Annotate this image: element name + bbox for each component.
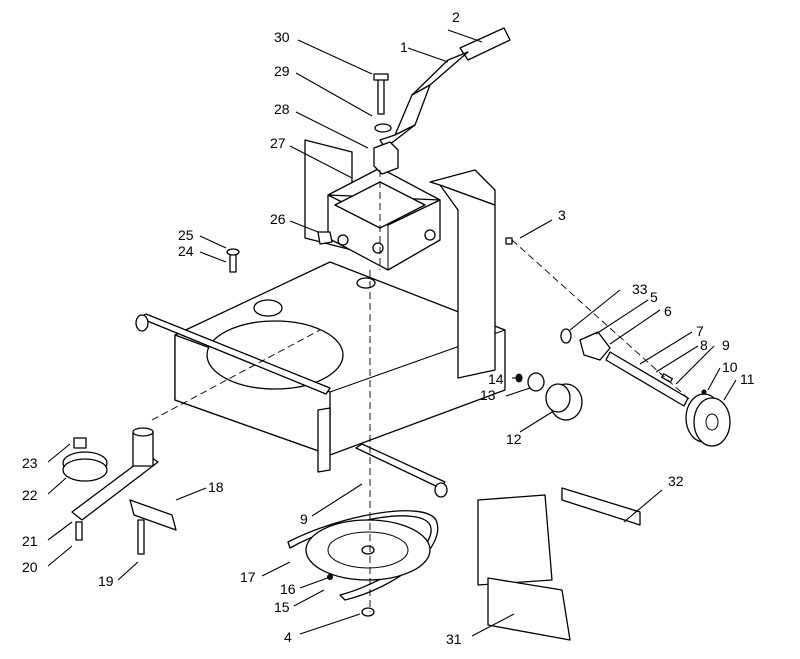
callout-18: 18 <box>208 479 224 495</box>
callout-3: 3 <box>558 207 566 223</box>
callout-7: 7 <box>696 323 704 339</box>
callout-19: 19 <box>98 573 114 589</box>
frame-plate <box>174 261 506 456</box>
callout-5: 5 <box>650 289 658 305</box>
callout-15: 15 <box>274 599 290 615</box>
callout-6: 6 <box>664 303 672 319</box>
callout-9a: 9 <box>722 337 730 353</box>
callout-25: 25 <box>178 227 194 243</box>
drive-belt-pulley <box>287 510 439 617</box>
shield-panels <box>477 487 641 641</box>
callout-22: 22 <box>22 487 38 503</box>
callout-27: 27 <box>270 135 286 151</box>
callout-1: 1 <box>400 39 408 55</box>
bolt-washer-block <box>373 73 399 175</box>
output-shaft <box>505 237 731 447</box>
callout-32: 32 <box>668 473 684 489</box>
side-plates <box>304 139 496 473</box>
callout-labels: 1 2 3 4 5 6 7 8 9 9 10 11 12 13 14 15 16… <box>22 9 755 647</box>
leader-lines <box>47 29 737 637</box>
callout-29: 29 <box>274 63 290 79</box>
callout-33: 33 <box>632 281 648 297</box>
idler-assembly <box>62 427 177 555</box>
callout-12: 12 <box>506 431 522 447</box>
callout-26: 26 <box>270 211 286 227</box>
callout-9b: 9 <box>300 511 308 527</box>
callout-17: 17 <box>240 569 256 585</box>
callout-13: 13 <box>480 387 496 403</box>
callout-31: 31 <box>446 631 462 647</box>
callout-20: 20 <box>22 559 38 575</box>
callout-10: 10 <box>722 359 738 375</box>
callout-11: 11 <box>740 371 755 387</box>
callout-14: 14 <box>488 371 504 387</box>
callout-4: 4 <box>284 629 292 645</box>
bearings <box>515 372 583 421</box>
callout-23: 23 <box>22 455 38 471</box>
axle-tube <box>135 313 448 498</box>
callout-2: 2 <box>452 9 460 25</box>
callout-24: 24 <box>178 243 194 259</box>
callout-8: 8 <box>700 337 708 353</box>
callout-28: 28 <box>274 101 290 117</box>
gearbox-housing <box>327 167 441 271</box>
callout-30: 30 <box>274 29 290 45</box>
output-axis-line <box>511 239 691 401</box>
callout-21: 21 <box>22 533 38 549</box>
callout-16: 16 <box>280 581 296 597</box>
small-hardware <box>226 231 333 273</box>
idler-axis-line <box>151 329 321 421</box>
